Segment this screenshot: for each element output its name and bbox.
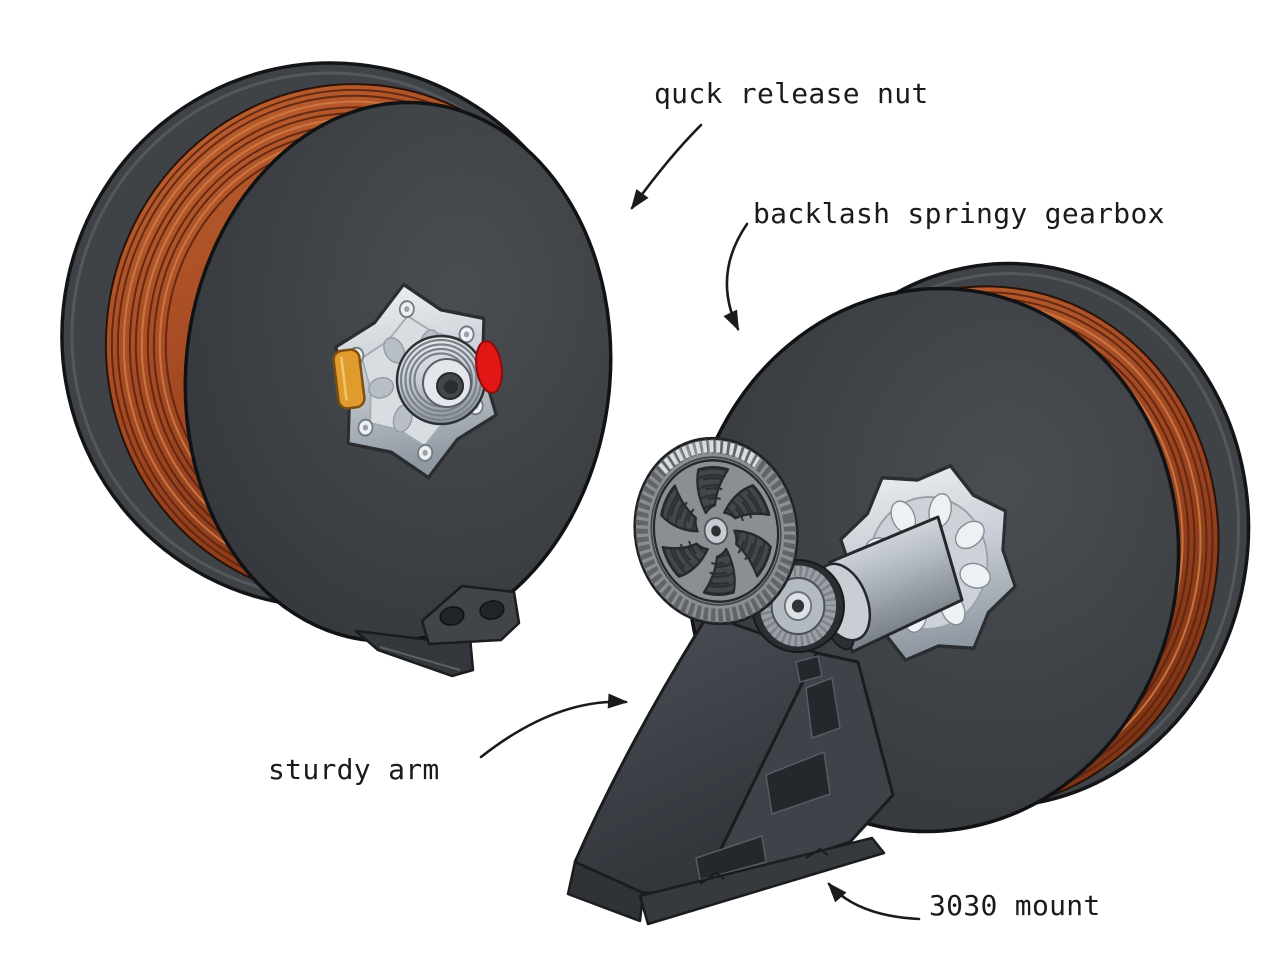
spring-coil-through-spoke (744, 542, 754, 561)
arrow-sturdy-arm (479, 693, 629, 759)
left-spool-mount-bracket (354, 584, 521, 678)
spring-coil-through-spoke (709, 571, 727, 575)
knob-bolt-hole (463, 331, 470, 338)
spring-coil-through-spoke (705, 487, 723, 491)
knob-bolt-hole (404, 306, 410, 313)
truss-cutout (805, 676, 841, 740)
quick-release-orange-tab (332, 348, 366, 410)
arm-foot (566, 860, 645, 923)
gear-teeth-highlight (658, 440, 760, 475)
pinion-gear (758, 563, 838, 649)
left-bracket-channel-edge (379, 646, 461, 671)
spring-coil-through-spoke (747, 493, 761, 516)
arrow-quick-release-nut (630, 123, 703, 210)
left-bracket-hole (479, 600, 505, 620)
gearbox-assembly (566, 436, 1017, 926)
spring-coil-through-spoke (702, 477, 724, 481)
pinion-teeth (759, 565, 837, 647)
sturdy-arm (566, 613, 895, 926)
base-notch (805, 847, 829, 859)
left-spool (60, 61, 613, 678)
arrow-3030-mount (827, 882, 921, 921)
orange-tab-highlight (339, 356, 348, 401)
truss-cutout (765, 750, 831, 816)
spring-coil-through-spoke (751, 545, 762, 568)
spring-coil-through-spoke (671, 546, 685, 569)
left-bracket-hole (439, 606, 465, 626)
quick-release-red-indicator (475, 340, 503, 394)
knob-bolt-hole (422, 449, 428, 456)
annotation-arrows (479, 123, 921, 921)
spring-coil-through-spoke (707, 497, 721, 501)
base-notch (699, 871, 725, 885)
spring-coil-through-spoke (711, 561, 725, 565)
spring-coil-through-spoke (687, 508, 695, 523)
knob-pocket (368, 376, 395, 399)
spring-coil-through-spoke (735, 507, 744, 522)
arrow-backlash-gearbox (723, 222, 749, 331)
spring-coil-through-spoke (708, 581, 730, 585)
spring-coil-through-spoke (670, 494, 681, 517)
label-3030-mount: 3030 mount (929, 889, 1101, 922)
gear-teeth (635, 439, 797, 623)
label-backlash-springy-gearbox: backlash springy gearbox (753, 197, 1165, 230)
gear-bore (711, 525, 721, 537)
spring-coil-through-spoke (679, 543, 691, 562)
label-sturdy-arm: sturdy arm (268, 753, 440, 786)
shaft-bore-inner (444, 380, 458, 394)
spring-coil-through-spoke (688, 540, 697, 555)
pinion-bore (791, 599, 805, 613)
spring-coil-through-spoke (737, 539, 745, 554)
thread-ridge (404, 343, 478, 417)
handwheel-pocket (959, 562, 991, 589)
handwheel-pocket (954, 520, 985, 550)
threaded-shaft (395, 334, 487, 426)
label-quick-release-nut: quck release nut (654, 77, 929, 110)
thread-ridge (408, 347, 474, 413)
truss-cutout (795, 655, 823, 683)
spring-coil-through-spoke (678, 501, 688, 520)
truss-cutout (695, 835, 767, 881)
knob-bolt-hole (362, 424, 369, 431)
springy-gear (633, 436, 799, 626)
spring-coil-through-spoke (741, 500, 753, 519)
mount-base-rail (638, 836, 886, 926)
